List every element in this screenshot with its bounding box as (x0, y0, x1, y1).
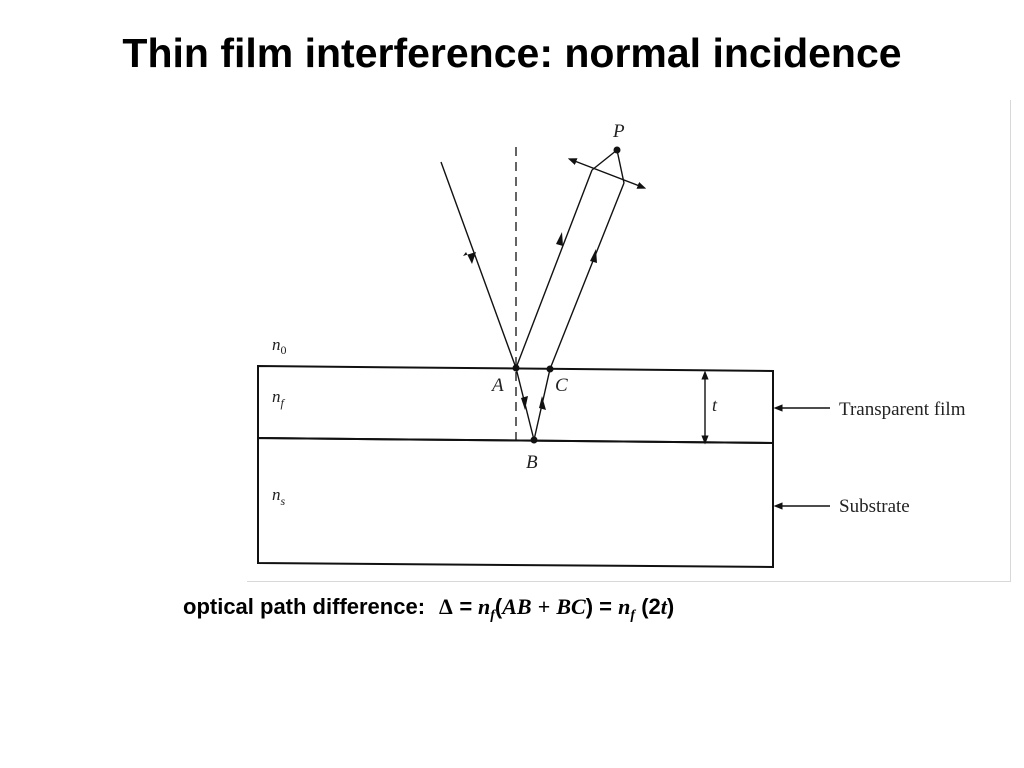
formula-n1-sub: f (490, 608, 495, 623)
formula-close1: ) (585, 594, 594, 619)
ray-arrows (463, 232, 597, 410)
formula-close2: ) (666, 594, 675, 619)
label-thickness: t (712, 395, 718, 415)
a-ray-arrow (556, 232, 563, 246)
formula-open2: ( (641, 594, 649, 619)
formula-label: optical path difference: (183, 594, 426, 619)
formula-plus: + (537, 594, 551, 619)
label-substrate: Substrate (839, 496, 910, 517)
points (512, 146, 621, 444)
label-point-c: C (555, 375, 568, 396)
formula-eq1: = (458, 594, 472, 619)
point-b-dot (530, 436, 538, 444)
reflected-ray-from-c (549, 182, 625, 370)
wavefront-line (567, 158, 647, 189)
c-ray-arrow (590, 249, 597, 263)
layer-boxes (257, 364, 774, 569)
formula-two: 2 (648, 594, 661, 619)
point-c-dot (546, 365, 554, 373)
formula-delta: Δ (439, 594, 453, 619)
point-a-dot (512, 364, 520, 372)
incident-ray (440, 161, 517, 369)
substrate-layer (257, 436, 774, 569)
formula-eq2: = (599, 594, 613, 619)
label-nf: nf (272, 387, 286, 410)
formula-bc: BC (556, 594, 586, 619)
refracted-ray-arrow (521, 396, 528, 410)
label-n0: n0 (272, 335, 287, 357)
incident-ray-arrow (463, 252, 476, 264)
label-point-a: A (490, 375, 504, 396)
slide-title: Thin film interference: normal incidence (122, 30, 902, 76)
optical-path-formula: optical path difference:Δ = nf(AB + BC) … (183, 594, 674, 624)
label-ns: ns (272, 485, 286, 508)
bc-ray-arrow (539, 396, 546, 410)
formula-n2-sub: f (630, 608, 636, 623)
ray-to-p-left (591, 149, 618, 171)
label-transparent-film: Transparent film (839, 399, 966, 420)
formula-ab: AB (502, 594, 532, 619)
reflected-ray-from-a (515, 169, 593, 369)
formula-open1: ( (494, 594, 503, 619)
formula-t: t (660, 594, 667, 619)
formula-n1: n (477, 594, 491, 619)
diagram-frame (247, 100, 1011, 582)
rays (440, 149, 625, 441)
label-point-b: B (526, 452, 538, 473)
formula-n2: n (618, 594, 631, 619)
label-point-p: P (612, 121, 625, 142)
point-p-dot (613, 146, 621, 154)
